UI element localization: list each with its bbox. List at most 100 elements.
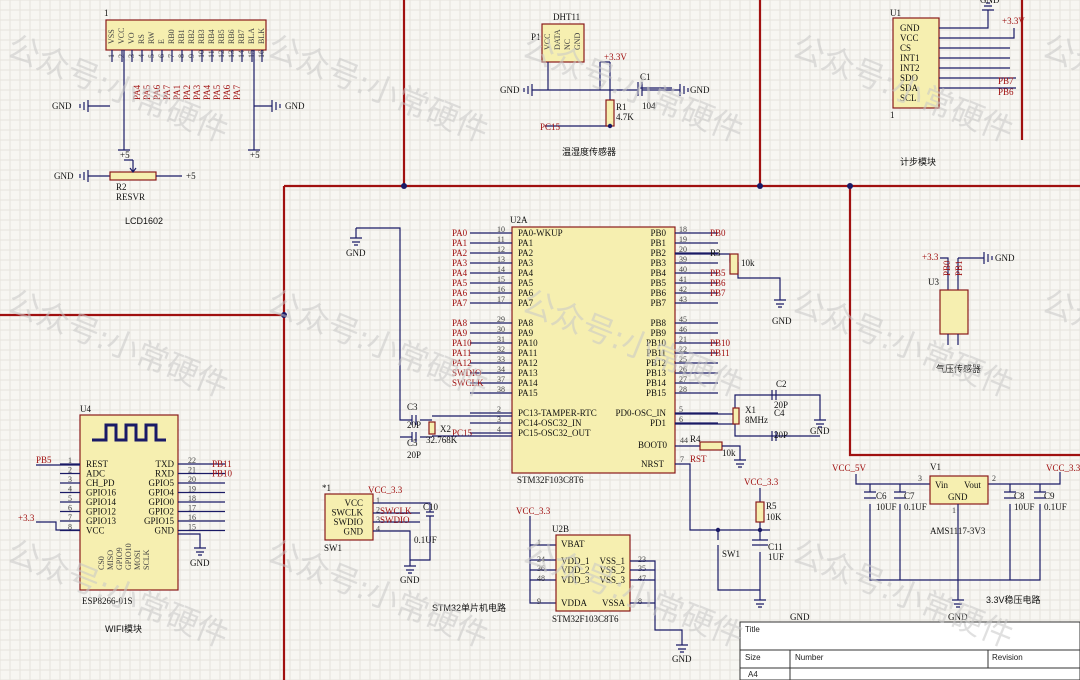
mcu-left-pin-number: 3 (497, 415, 501, 424)
lcd-pin-label: RB4 (207, 29, 216, 44)
mcu-right-pin-number: 21 (679, 335, 687, 344)
mcu-nrst-num: 7 (680, 455, 684, 464)
wifi-bottom-pin-label: GPIO10 (124, 543, 133, 570)
mcu-left-pin-number: 14 (497, 265, 505, 274)
mcu-right-pin-number: 43 (679, 295, 687, 304)
wifi-right-pin-label: GPIO4 (148, 488, 174, 498)
wifi-right-pin-label: GPIO2 (148, 507, 174, 517)
swd-designator: SW1 (324, 543, 342, 553)
mcu-right-net: PB5 (710, 268, 726, 278)
mcu-right-pin-number: 25 (679, 355, 687, 364)
mcu-right-net: PB7 (710, 288, 726, 298)
step-pin-label: SCL (900, 93, 917, 103)
pot-r2-body (109, 171, 157, 181)
mcu-left-pin-label: PC15-OSC32_OUT (518, 428, 591, 438)
c7-value: 0.1UF (904, 502, 927, 512)
wifi-right-net: PB11 (212, 459, 232, 469)
swd-pin-label: VCC (344, 498, 363, 508)
pot-value: RESVR (116, 192, 145, 202)
u2b-left-pin-number: 48 (537, 574, 545, 583)
wifi-block: U4 REST1ADC2CH_PD3GPIO164GPIO145GPIO126G… (18, 404, 233, 634)
wifi-left-pin-number: 6 (68, 504, 72, 513)
press-caption: 气压传感器 (936, 363, 981, 374)
lcd-pin-label: RB6 (227, 29, 236, 44)
lcd-plus5-a: +5 (120, 150, 130, 160)
lcd-pin-label: VSS (107, 29, 116, 44)
u2b-right-pin-number: 23 (638, 555, 646, 564)
r4-body (699, 441, 723, 451)
lcd-pin-label: E (157, 39, 166, 44)
lcd-net-label: PA6 (222, 84, 232, 100)
mcu-designator: U2A (510, 215, 528, 225)
dht-sub: P1 (531, 32, 541, 42)
mcu-left-pin-label: PA13 (518, 368, 538, 378)
lcd-pin-label: RB0 (167, 29, 176, 44)
ldo-pin-in: 3 (918, 474, 922, 483)
wifi-right-pin-number: 18 (188, 494, 196, 503)
u2b-right-pin-label: VSS_3 (599, 575, 625, 585)
u2b-left-pin-number: 1 (537, 538, 541, 547)
dht-c1-ref: C1 (640, 72, 651, 82)
c8-value: 10UF (1014, 502, 1035, 512)
x1-body (732, 407, 740, 425)
u2b-right-pin-label: VSS_1 (599, 556, 625, 566)
dht-pin-nc: NC (563, 39, 572, 50)
mcu-part: STM32F103C8T6 (517, 475, 584, 485)
ldo-vin-net: VCC_5V (832, 463, 867, 473)
dht-net: PC15 (540, 122, 561, 132)
swd-pin-number: 1 (376, 496, 380, 505)
mcu-left-pin-label: PA7 (518, 298, 534, 308)
swd-body (324, 493, 374, 541)
r3-body (729, 253, 739, 275)
mcu-right-pin-label: PB15 (646, 388, 667, 398)
step-caption: 计步模块 (900, 156, 936, 167)
tb-title: Title (745, 625, 760, 634)
lcd-pin-label: BLK (257, 28, 266, 44)
step-pin-label: VCC (900, 33, 919, 43)
step-pin1: 1 (890, 110, 895, 120)
wifi-left-pin-number: 1 (68, 456, 72, 465)
mcu-nrst-net: RST (690, 454, 707, 464)
lcd-gnd-left: GND (52, 101, 72, 111)
x2-gnd: GND (346, 248, 366, 258)
mcu-left-pin-number: 34 (497, 365, 505, 374)
c11-ref: C11 (768, 542, 783, 552)
mcu-right-pin-number: 20 (679, 245, 687, 254)
lcd-pin-label: RB7 (237, 29, 246, 44)
wifi-right-pin-label: TXD (156, 459, 175, 469)
mcu-right-pin-number: 46 (679, 325, 687, 334)
c7-ref: C7 (904, 491, 915, 501)
dht-body (541, 23, 585, 63)
dht11-block: DHT11 P1 VCC DATA NC GND GND +3.3V R1 4.… (500, 12, 710, 157)
x1-ref: X1 (745, 405, 756, 415)
step-pin-label: GND (900, 23, 920, 33)
watermark-text: 公众号:小常硬件 (1037, 27, 1080, 150)
mcu-left-pin-number: 15 (497, 275, 505, 284)
dht-gnd: GND (500, 85, 520, 95)
mcu-right-pin-label: PB5 (650, 278, 666, 288)
c11-value: 1UF (768, 552, 784, 562)
dht-r1-value: 4.7K (616, 112, 634, 122)
mcu-right-pin-label: PB11 (646, 348, 666, 358)
mcu-left-pin-label: PA4 (518, 268, 534, 278)
lcd-net-label: PA5 (142, 84, 152, 100)
step-net-scl: PB7 (998, 76, 1014, 86)
wifi-right-pin-number: 17 (188, 504, 196, 513)
mcu-power-block: VCC_3.3 U2B VBAT1VDD_124VDD_236VDD_348VD… (432, 506, 692, 664)
mcu-right-pin-label: PB6 (650, 288, 666, 298)
step-designator: U1 (890, 8, 901, 18)
mcu-right-net: PB6 (710, 278, 726, 288)
step-pin-label: INT1 (900, 53, 920, 63)
tb-size: A4 (748, 670, 758, 679)
u2b-right-pin-number: 35 (638, 564, 646, 573)
watermark-text: 公众号:小常硬件 (262, 27, 494, 150)
x2-body (428, 421, 436, 435)
wifi-left-pin-number: 8 (68, 523, 72, 532)
mcu-right-pin-number: 19 (679, 235, 687, 244)
lcd-net-label: PA7 (162, 84, 172, 100)
mcu-right-pin-label: PD1 (650, 418, 666, 428)
c10-value: 0.1UF (414, 535, 437, 545)
